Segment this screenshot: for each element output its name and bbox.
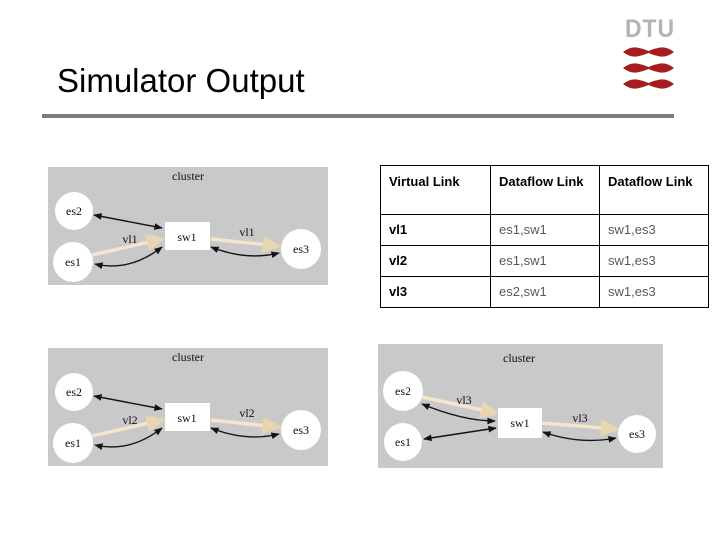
cell-vl1: vl1 xyxy=(380,214,491,246)
cell-vl1-df2: sw1,es3 xyxy=(599,214,709,246)
cell-vl2-df1: es1,sw1 xyxy=(490,245,600,277)
virtual-link-sw1-es3 xyxy=(210,416,282,435)
node-es3 xyxy=(281,229,321,269)
title-divider xyxy=(42,114,674,118)
virtual-link-sw1-es3 xyxy=(210,235,282,254)
node-sw1-label: sw1 xyxy=(177,230,196,244)
node-es1 xyxy=(53,423,93,463)
node-sw1-label: sw1 xyxy=(177,411,196,425)
table-row: vl2 es1,sw1 sw1,es3 xyxy=(380,245,709,277)
vl-label-right: vl1 xyxy=(239,225,254,239)
table-header-row: Virtual Link Dataflow Link Dataflow Link xyxy=(380,165,709,215)
cluster-label: cluster xyxy=(503,351,535,365)
node-sw1 xyxy=(498,408,542,438)
col-header-dataflow-1: Dataflow Link xyxy=(490,165,600,215)
network-diagram-vl1: cluster es2 es1 sw1 es3 vl1 vl1 xyxy=(48,167,328,285)
node-es2-label: es2 xyxy=(66,385,82,399)
network-diagram-vl3: cluster es2 es1 sw1 es3 vl3 vl3 xyxy=(378,344,663,468)
network-diagram-vl2: cluster es2 es1 sw1 es3 vl2 vl2 xyxy=(48,348,328,466)
node-es3-label: es3 xyxy=(293,242,309,256)
node-es2-label: es2 xyxy=(66,204,82,218)
node-es3 xyxy=(281,410,321,450)
node-es1-label: es1 xyxy=(65,255,81,269)
dtu-waves-icon xyxy=(623,47,674,89)
cell-vl2: vl2 xyxy=(380,245,491,277)
vl-label-left: vl3 xyxy=(456,393,471,407)
node-sw1 xyxy=(165,222,210,250)
edge-es1-sw1 xyxy=(423,425,497,442)
node-es3-label: es3 xyxy=(629,427,645,441)
page-title: Simulator Output xyxy=(57,62,305,99)
node-es1 xyxy=(384,423,422,461)
edge-sw1-es3 xyxy=(210,427,280,440)
vl-label-right: vl2 xyxy=(239,406,254,420)
edge-es2-sw1 xyxy=(93,213,163,230)
node-es1-label: es1 xyxy=(65,436,81,450)
edge-sw1-es3 xyxy=(542,431,617,443)
table-row: vl1 es1,sw1 sw1,es3 xyxy=(380,214,709,246)
node-es1-label: es1 xyxy=(395,435,411,449)
cell-vl3-df1: es2,sw1 xyxy=(490,276,600,308)
virtual-link-table: Virtual Link Dataflow Link Dataflow Link… xyxy=(380,165,709,308)
edge-es2-sw1 xyxy=(93,394,163,411)
virtual-link-sw1-es3 xyxy=(541,419,620,437)
cell-vl3: vl3 xyxy=(380,276,491,308)
node-es2 xyxy=(55,192,93,230)
node-sw1 xyxy=(165,403,210,431)
table-row: vl3 es2,sw1 sw1,es3 xyxy=(380,276,709,308)
edge-es1-sw1 xyxy=(94,246,163,269)
edge-es1-sw1 xyxy=(94,427,163,450)
node-sw1-label: sw1 xyxy=(510,416,529,430)
edge-es2-sw1 xyxy=(421,403,496,425)
node-es2 xyxy=(55,373,93,411)
col-header-virtual-link: Virtual Link xyxy=(380,165,491,215)
col-header-dataflow-2: Dataflow Link xyxy=(599,165,709,215)
cluster-label: cluster xyxy=(172,169,204,183)
node-es3 xyxy=(618,415,656,453)
dtu-logo-text: DTU xyxy=(625,15,676,43)
edge-sw1-es3 xyxy=(210,246,280,259)
node-es2-label: es2 xyxy=(395,384,411,398)
node-es2 xyxy=(383,371,423,411)
vl-label-right: vl3 xyxy=(572,411,587,425)
cell-vl1-df1: es1,sw1 xyxy=(490,214,600,246)
cluster-label: cluster xyxy=(172,350,204,364)
vl-label-left: vl1 xyxy=(122,232,137,246)
vl-label-left: vl2 xyxy=(122,413,137,427)
cell-vl3-df2: sw1,es3 xyxy=(599,276,709,308)
cell-vl2-df2: sw1,es3 xyxy=(599,245,709,277)
dtu-logo: DTU xyxy=(622,17,678,90)
node-es1 xyxy=(53,242,93,282)
node-es3-label: es3 xyxy=(293,423,309,437)
